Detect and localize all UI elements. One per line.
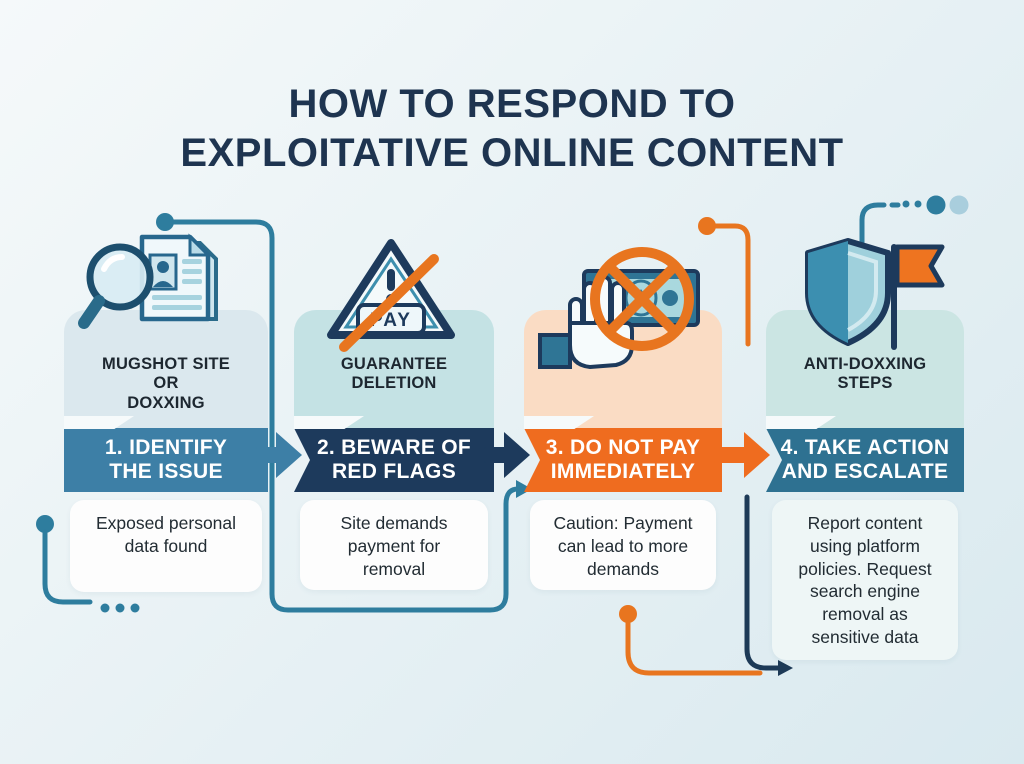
arrow-stem <box>256 447 282 463</box>
step-1-bar: 1. IDENTIFY THE ISSUE <box>64 428 268 492</box>
arrow-head-icon <box>276 432 302 478</box>
infographic-title: HOW TO RESPOND TO EXPLOITATIVE ONLINE CO… <box>180 82 844 175</box>
step-4-column: ANTI-DOXXING STEPS 4. TAKE ACTION AND ES… <box>766 205 964 685</box>
step-2-bar: 2. BEWARE OF RED FLAGS <box>294 428 494 492</box>
connector-orange-bottom <box>619 605 763 676</box>
connector-teal-loop <box>170 219 521 613</box>
card-tail <box>294 416 364 429</box>
arrow-stem <box>714 447 746 463</box>
step-2-caption: GUARANTEE DELETION <box>340 355 448 393</box>
arrow-head-icon <box>504 432 530 478</box>
step-3-bar: 3. DO NOT PAY IMMEDIATELY <box>524 428 722 492</box>
step-4-bar: 4. TAKE ACTION AND ESCALATE <box>766 428 964 492</box>
connector-top-right-dots <box>859 195 969 255</box>
step-1-caption: MUGSHOT SITE OR DOXXING <box>102 355 230 412</box>
step-2-description: Site demands payment for removal <box>300 500 488 590</box>
no-pay-warning-triangle-icon: PAY <box>327 239 455 352</box>
connector-dot <box>156 213 174 231</box>
shield-flag-icon <box>805 238 945 350</box>
stop-hand-crossed-money-icon <box>538 247 700 369</box>
step-1-description: Exposed personal data found <box>70 500 262 592</box>
arrow-step2-to-step3 <box>484 432 530 478</box>
card-tail <box>524 416 594 429</box>
connector-arrowhead <box>516 480 532 498</box>
magnifier-documents-icon <box>78 233 218 329</box>
step-3-description: Caution: Payment can lead to more demand… <box>530 500 716 590</box>
connector-navy-arrow <box>744 494 793 676</box>
step-3-column: 3. DO NOT PAY IMMEDIATELY Caution: Payme… <box>524 205 722 685</box>
arrow-step3-to-step4 <box>714 432 770 478</box>
card-tail <box>64 416 134 429</box>
step-4-caption: ANTI-DOXXING STEPS <box>803 355 927 393</box>
arrow-stem <box>484 447 510 463</box>
connector-orange-top <box>698 217 751 347</box>
arrow-step1-to-step2 <box>256 432 302 478</box>
step-2-column: PAY GUARANTEE DELETION 2. BEWARE OF RED … <box>294 205 494 685</box>
step-1-column: MUGSHOT SITE OR DOXXING 1. IDENTIFY THE … <box>64 205 268 685</box>
card-tail <box>766 416 836 429</box>
step-4-description: Report content using platform policies. … <box>772 500 958 660</box>
arrow-head-icon <box>744 432 770 478</box>
step-1-card <box>64 310 268 428</box>
connector-bottom-left <box>36 515 140 613</box>
